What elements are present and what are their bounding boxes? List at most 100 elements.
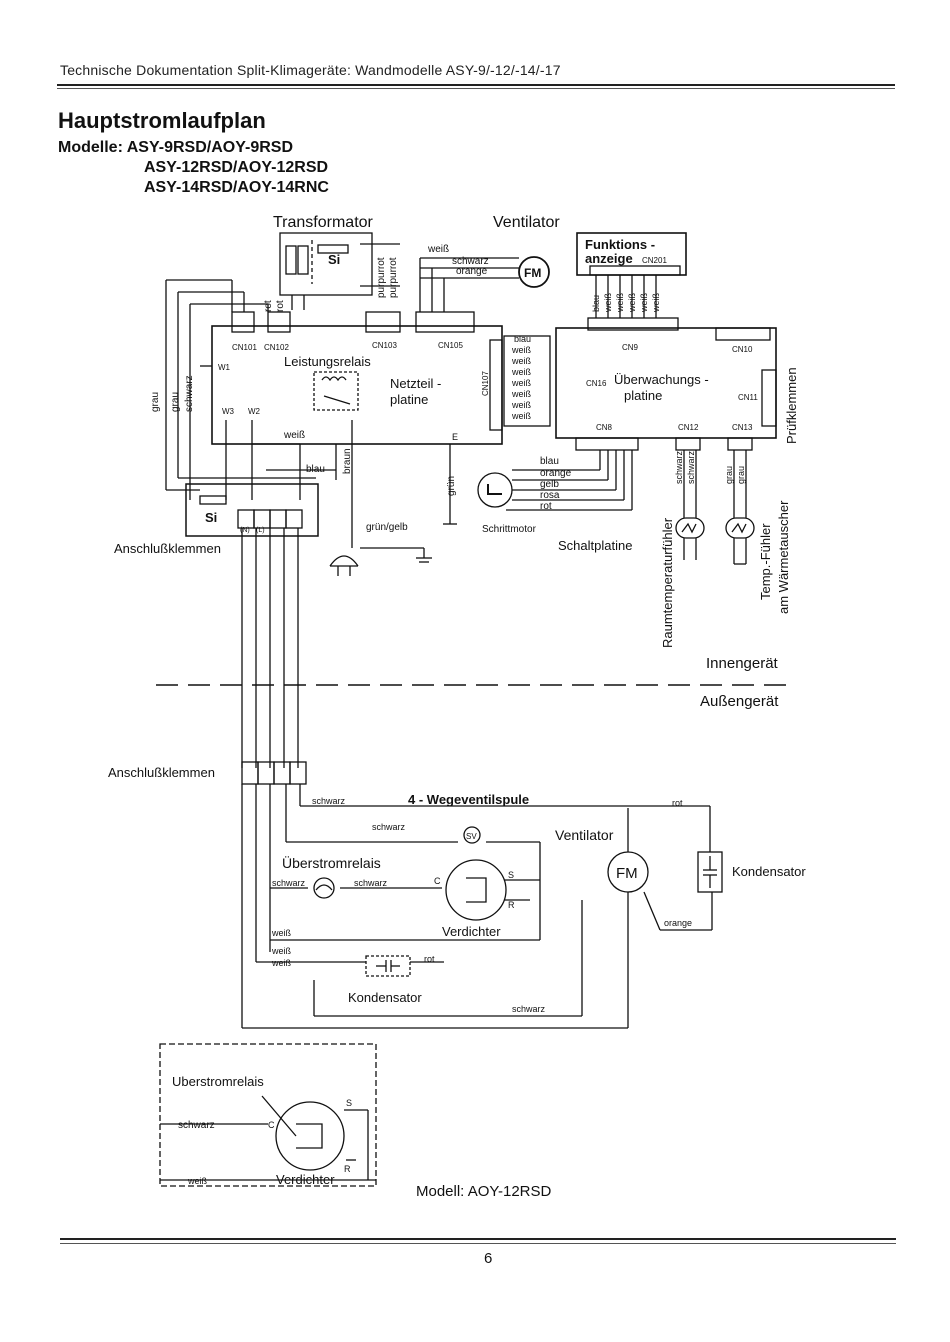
wire-weiss-cn107-6: weiß [511,400,532,410]
wire-weiss-cn107-2: weiß [511,356,532,366]
label-ventilator-indoor: Ventilator [493,214,560,231]
label-anschlussklemmen-indoor: Anschlußklemmen [114,541,221,556]
wire-weiss-display-2: weiß [615,292,625,313]
wire-grau-sensor-1: grau [724,466,734,484]
function-display: Funktions - anzeige CN201 [576,232,687,276]
outdoor-wiring [241,784,713,1029]
connector-cn8: CN8 [596,423,613,432]
label-ventilator-outdoor: Ventilator [555,827,614,843]
wire-schwarz-sensor-1: schwarz [674,450,684,484]
label-kondensator-compressor: Kondensator [348,990,422,1005]
valve-coil-label: SV [466,832,477,841]
connector-cn9: CN9 [622,343,639,352]
wire-blau-cn107: blau [514,334,531,344]
wire-weiss-display-4: weiß [639,292,649,313]
wire-weiss-cn107-1: weiß [511,345,532,355]
wire-rot-stepper: rot [540,501,552,512]
wire-orange-stepper: orange [540,468,572,479]
wire-braun-left: braun [342,448,353,474]
wire-rot-cap: rot [424,954,435,964]
compressor-c: C [434,876,441,886]
footer-rule-thin [60,1243,896,1244]
label-leistungsrelais: Leistungsrelais [284,354,371,369]
wire-gelb-stepper: gelb [540,479,559,490]
wire-weiss-cn107-4: weiß [511,378,532,388]
wire-weiss-cn107-3: weiß [511,367,532,377]
wire-blau-stepper: blau [540,456,559,467]
wire-grau-sensor-2: grau [736,466,746,484]
connector-cn10: CN10 [732,345,753,354]
header-rule-thin [57,88,895,89]
wire-weiss-left: weiß [283,430,305,441]
wire-schwarz-out-bottom: schwarz [512,1004,546,1014]
room-temp-sensor [675,450,705,560]
wire-schwarz-left: schwarz [184,375,195,412]
wire-purpurrot-2: purpurrot [388,257,399,298]
connector-cn103: CN103 [372,341,397,350]
label-ueberwachungsplatine-1: Überwachungs - [614,372,709,387]
wire-schwarz-sensor-2: schwarz [686,450,696,484]
wire-weiss-display-5: weiß [651,292,661,313]
transformer-fuse-label: Si [328,252,340,267]
wire-blau-left: blau [306,464,325,475]
coil-temp-sensor [725,450,755,565]
page-number: 6 [484,1250,493,1267]
connector-cn101: CN101 [232,343,257,352]
inset-wire-weiss: weiß [187,1176,208,1186]
inset-r: R [344,1164,351,1174]
wire-grau-1: grau [150,392,161,412]
power-board [211,311,503,445]
funktionsanzeige-label-1: Funktions - [585,237,655,252]
model-2: ASY-12RSD/AOY-12RSD [144,159,329,176]
header-rule [57,84,895,86]
label-pruefklemmen: Prüfklemmen [784,367,799,444]
indoor-fan-motor-label: FM [524,266,541,280]
wire-schwarz-fan: schwarz [452,256,489,267]
wire-rosa-stepper: rosa [540,490,560,501]
wire-schwarz-relais-1: schwarz [272,878,306,888]
inset-box [159,1043,377,1187]
interconnect-cable [241,528,299,768]
compressor-r: R [508,900,515,910]
wire-weiss-display-1: weiß [603,292,613,313]
wire-orange-fan: orange [456,266,488,277]
wire-rot-2: rot [275,300,286,312]
outdoor-fan-motor: FM [607,851,649,893]
label-netzteil-platine-2: platine [390,392,428,407]
label-verdichter-out: Verdichter [442,924,501,939]
running-header: Technische Dokumentation Split-Klimagerä… [60,62,561,78]
model-list: Modelle: ASY-9RSD/AOY-9RSD ASY-12RSD/AOY… [58,138,329,198]
label-transformator: Transformator [273,214,374,231]
wire-schwarz-relais-2: schwarz [354,878,388,888]
inset-wire-schwarz: schwarz [178,1120,215,1131]
cn201-label: CN201 [642,256,667,265]
wire-schwarz-sv: schwarz [372,822,406,832]
indoor-fan-motor: FM [419,256,550,312]
control-board [503,317,777,451]
mark-w2: W2 [248,407,261,416]
connector-cn11: CN11 [738,393,758,402]
label-temp-fuehler: Temp.-Fühler [758,523,773,600]
label-am-waermetauscher: am Wärmetauscher [776,500,791,614]
wire-gruen: grün [446,476,457,496]
terminal-block-outdoor [241,761,307,785]
mark-w3: W3 [222,407,235,416]
inset-caption: Modell: AOY-12RSD [416,1183,552,1200]
footer-rule [60,1238,896,1240]
model-1: ASY-9RSD/AOY-9RSD [126,139,294,156]
wire-weiss-fan: weiß [427,244,449,255]
wire-schwarz-out-top: schwarz [312,796,346,806]
wire-weiss-out-1: weiß [271,928,292,938]
label-anschlussklemmen-outdoor: Anschlußklemmen [108,765,215,780]
connector-cn16: CN16 [586,379,607,388]
label-schaltplatine: Schaltplatine [558,538,632,553]
connector-cn105: CN105 [438,341,463,350]
indoor-wiring [165,279,451,548]
valve-coil: SV [463,826,481,844]
wire-gruen-gelb: grün/gelb [366,522,408,533]
compressor-capacitor [365,955,411,977]
transformer: Si [279,232,400,310]
wire-weiss-display-3: weiß [627,292,637,313]
models-label: Modelle: [58,139,123,156]
